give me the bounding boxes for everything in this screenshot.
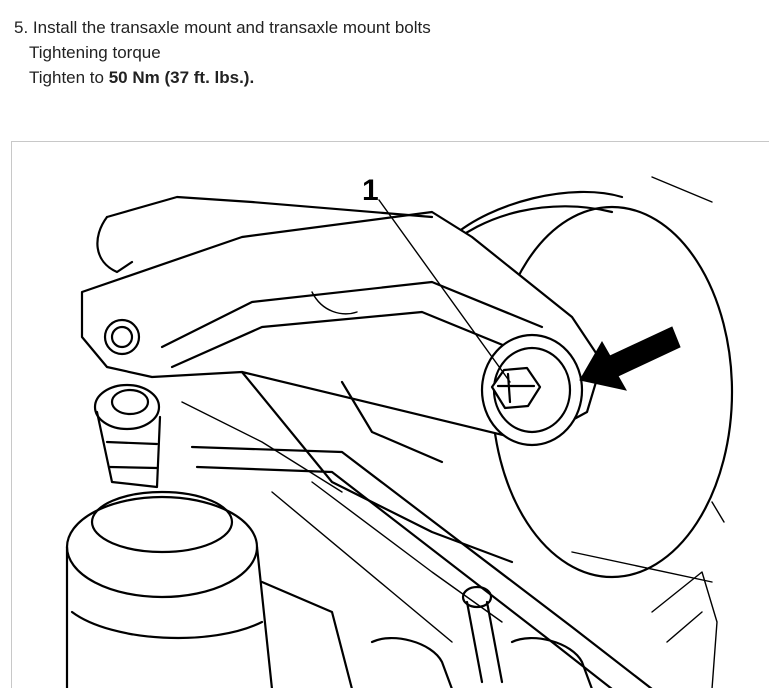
- callout-number-1: 1: [362, 174, 379, 207]
- mount-bracket-drawing: [80, 195, 604, 564]
- torque-spec-line: Tighten to 50 Nm (37 ft. lbs.).: [14, 65, 431, 90]
- support-strut-drawing: [190, 445, 653, 688]
- torque-label: Tightening torque: [29, 43, 161, 62]
- transaxle-mount-illustration: 1: [11, 141, 769, 688]
- shaft-assembly-drawing: [65, 383, 274, 688]
- callout-leader-line: [378, 199, 511, 383]
- step-heading: 5. Install the transaxle mount and trans…: [14, 18, 431, 37]
- arrow-pointing-to-bolt-icon: [579, 326, 681, 391]
- lower-components-drawing: [260, 571, 718, 688]
- torque-value: 50 Nm (37 ft. lbs.).: [108, 68, 255, 87]
- tighten-prefix: Tighten to: [29, 68, 109, 87]
- mount-line-drawing: 1: [65, 174, 734, 688]
- transaxle-mount-bolt-drawing: [480, 333, 584, 447]
- instruction-block: 5. Install the transaxle mount and trans…: [14, 15, 431, 90]
